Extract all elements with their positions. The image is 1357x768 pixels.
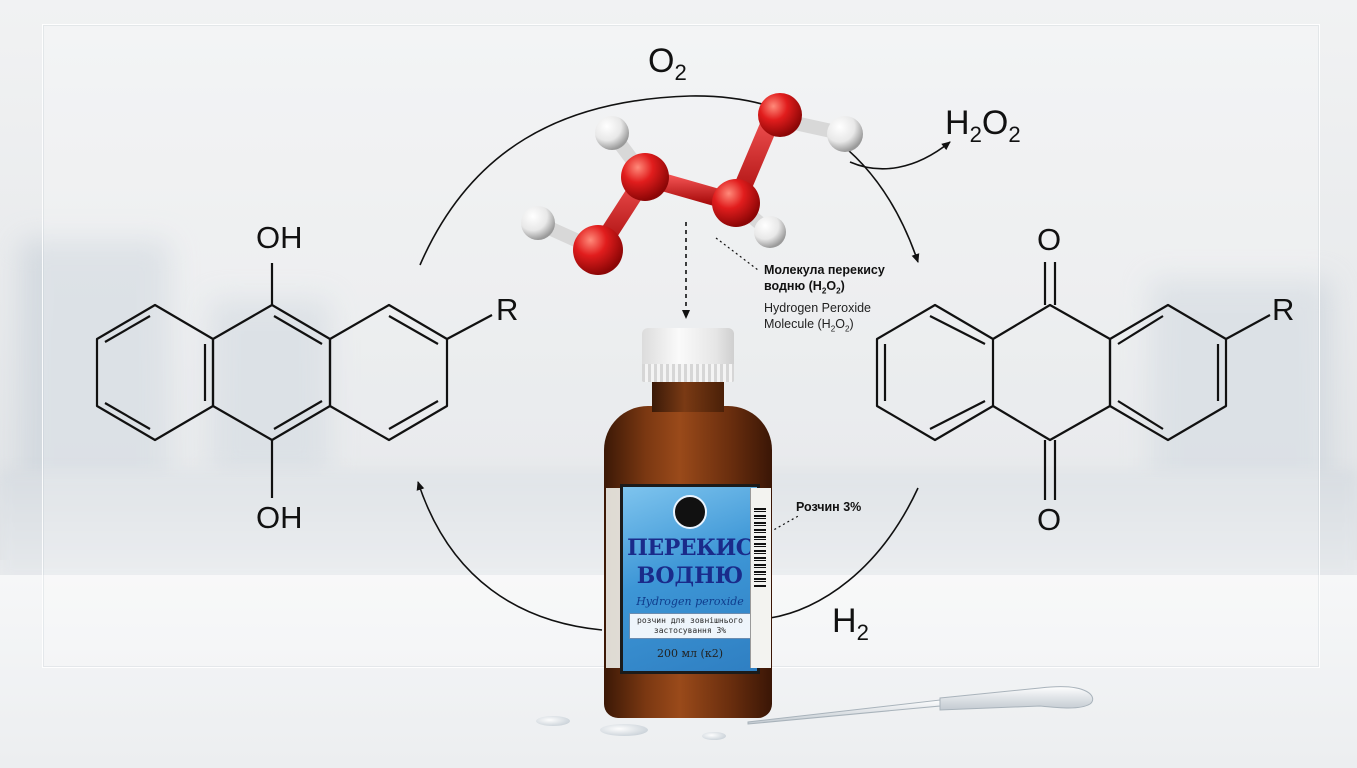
hydrogen-reagent-label: H2	[832, 602, 869, 645]
blurred-equipment-left	[20, 240, 170, 500]
hydrogenation-arrow-left	[416, 481, 603, 631]
anthraquinone-structure	[875, 262, 1271, 500]
bottle-cap	[642, 328, 734, 382]
ring-left	[95, 303, 215, 442]
molecule-caption: Молекула перекису водню (H2O2) Hydrogen …	[764, 262, 885, 337]
molecule-caption-en-line1: Hydrogen Peroxide	[764, 300, 872, 315]
water-droplet	[600, 724, 648, 736]
hydrogen-atom	[754, 216, 786, 248]
ring-left	[875, 303, 995, 442]
label-subtitle: Hydrogen peroxide	[636, 595, 744, 608]
oxidation-arrow	[419, 95, 920, 266]
ring-middle	[211, 303, 332, 442]
right-substituent-label: R	[1272, 292, 1295, 327]
bottle-side-strip	[750, 488, 771, 668]
peroxide-bottle: ПЕРЕКИС ВОДНЮ Hydrogen peroxide розчин д…	[600, 328, 776, 720]
ring-right	[328, 303, 449, 442]
hydrogen-atom	[827, 116, 863, 152]
molecule-caption-en-line2: Molecule (H2O2)	[764, 316, 854, 334]
water-droplet	[702, 732, 726, 740]
ring-right	[1108, 303, 1228, 442]
solution-concentration-label: Розчин 3%	[796, 500, 862, 514]
molecule-caption-uk-line2: водню (H2O2)	[764, 279, 845, 296]
right-top-carbonyl-label: O	[1037, 222, 1062, 257]
hydrogen-peroxide-product-label: H2O2	[945, 104, 1021, 147]
left-substituent-label: R	[496, 292, 519, 327]
label-seal-icon	[673, 495, 707, 529]
oxygen-atom	[712, 179, 760, 227]
hydrogenation-arrow-right	[769, 487, 919, 619]
left-top-hydroxyl-label: OH	[256, 220, 303, 255]
hydrogen-atom	[595, 116, 629, 150]
label-title-line1: ПЕРЕКИС	[627, 535, 753, 561]
solution-leader-line	[769, 514, 801, 533]
bottle-label: ПЕРЕКИС ВОДНЮ Hydrogen peroxide розчин д…	[620, 484, 760, 674]
left-bottom-hydroxyl-label: OH	[256, 500, 303, 535]
bottle-neck	[652, 382, 724, 412]
blurred-equipment-right	[1150, 280, 1330, 500]
molecule-caption-uk-line1: Молекула перекису	[764, 263, 885, 277]
label-volume: 200 мл (к2)	[657, 647, 723, 660]
glass-pipette	[747, 686, 1094, 725]
molecule-leader-line	[715, 237, 759, 271]
oxygen-reagent-label: O2	[648, 42, 687, 85]
bottle-left-strip	[606, 488, 620, 668]
oxygen-atom	[758, 93, 802, 137]
peroxide-release-arrow	[849, 141, 951, 170]
hydrogen-atom	[521, 206, 555, 240]
oxygen-atom	[573, 225, 623, 275]
barcode-icon	[754, 508, 766, 588]
anthrahydroquinone-structure	[95, 263, 493, 498]
water-droplet	[536, 716, 570, 726]
oxygen-atom	[621, 153, 669, 201]
label-title-line2: ВОДНЮ	[636, 563, 744, 589]
hydrogen-peroxide-3d-model	[521, 93, 863, 275]
label-usage: розчин для зовнішнього застосування 3%	[629, 613, 751, 639]
right-bottom-carbonyl-label: O	[1037, 502, 1062, 537]
